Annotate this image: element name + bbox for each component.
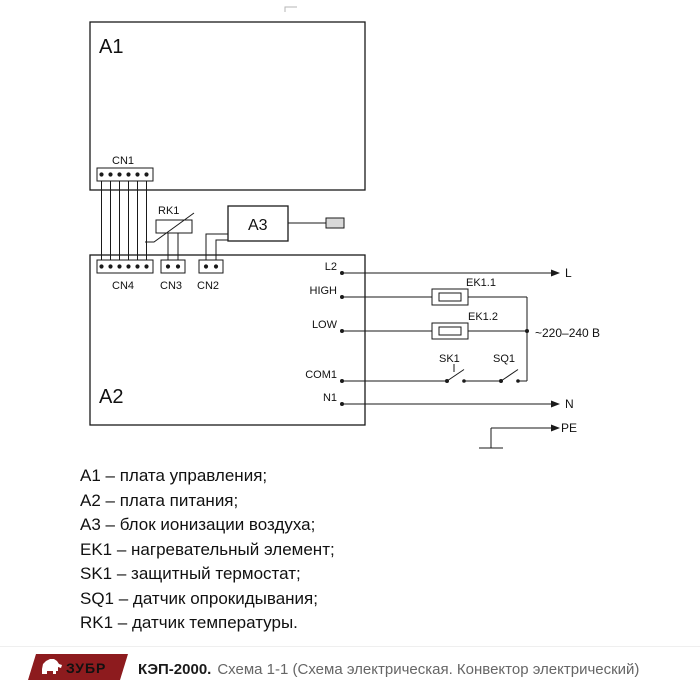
arrow-right-icon bbox=[551, 400, 560, 408]
zubr-logo-graphic: ЗУБР bbox=[28, 653, 128, 680]
cn3-label: CN3 bbox=[160, 280, 182, 292]
supply-bus: ~220–240 В bbox=[525, 297, 600, 381]
connector-cn4: CN4 bbox=[96, 259, 154, 292]
component-rk1: RK1 bbox=[145, 205, 195, 260]
wire-l2-l: L bbox=[342, 266, 572, 280]
rk1-label: RK1 bbox=[158, 205, 179, 217]
arrow-right-icon bbox=[551, 269, 560, 277]
connector-cn2: CN2 bbox=[197, 233, 228, 292]
connector-cn1: CN1 bbox=[96, 155, 154, 182]
connector-cn3: CN3 bbox=[160, 259, 186, 292]
bison-icon bbox=[42, 658, 62, 674]
block-a1: A1 bbox=[89, 21, 366, 191]
cn1-pin bbox=[126, 172, 131, 177]
model-name: КЭП-2000. bbox=[138, 660, 212, 678]
ek12-label: EK1.2 bbox=[468, 311, 498, 323]
a2-pins: L2 HIGH LOW COM1 N1 bbox=[305, 261, 344, 406]
cn3-pin bbox=[175, 264, 181, 269]
cn1-pin bbox=[99, 172, 104, 177]
cn2-label: CN2 bbox=[197, 280, 219, 292]
a2-box-outline bbox=[89, 254, 366, 426]
cn4-pin bbox=[108, 264, 113, 269]
schematic-drawing: A1 CN1 A2 bbox=[89, 6, 600, 449]
branch-high-ek11: EK1.1 bbox=[342, 277, 527, 306]
footer-caption: КЭП-2000. Схема 1-1 (Схема электрическая.… bbox=[138, 661, 639, 678]
cn1-strip bbox=[96, 167, 154, 182]
a1-box-outline bbox=[89, 21, 366, 191]
cn1-pin bbox=[117, 172, 122, 177]
legend-line: SQ1 – датчик опрокидывания; bbox=[80, 588, 318, 608]
cn4-pin bbox=[117, 264, 122, 269]
cn1-pin bbox=[135, 172, 140, 177]
a3-label: A3 bbox=[248, 217, 268, 234]
arrow-right-icon bbox=[551, 424, 560, 432]
footer: ЗУБР КЭП-2000. Схема 1-1 (Схема электриче… bbox=[0, 646, 700, 691]
rk1-thermistor-stroke bbox=[145, 212, 195, 243]
block-a2: A2 bbox=[89, 254, 366, 426]
a3-emitter-connector bbox=[325, 217, 345, 229]
page-mark bbox=[284, 6, 297, 12]
cn1-label: CN1 bbox=[112, 155, 134, 167]
pin-low-label: LOW bbox=[312, 319, 338, 331]
block-a3: A3 bbox=[227, 205, 345, 242]
cn2-pin bbox=[203, 264, 209, 269]
ek11-core bbox=[438, 292, 462, 302]
legend-line: SK1 – защитный термостат; bbox=[80, 564, 301, 583]
cn4-label: CN4 bbox=[112, 280, 134, 292]
ek12-core bbox=[438, 326, 462, 336]
pin-n1-label: N1 bbox=[323, 392, 337, 404]
cn1-pin bbox=[144, 172, 149, 177]
zubr-logo: ЗУБР bbox=[28, 653, 128, 686]
logo-text: ЗУБР bbox=[66, 660, 106, 676]
a2-label: A2 bbox=[99, 386, 123, 408]
harness-cn1-cn4 bbox=[101, 181, 147, 260]
sq1-label: SQ1 bbox=[493, 353, 515, 365]
wire bbox=[205, 233, 228, 260]
junction-dot bbox=[525, 329, 529, 333]
pin-com1-label: COM1 bbox=[305, 369, 337, 381]
sq1-blade bbox=[500, 369, 519, 382]
legend-line: A3 – блок ионизации воздуха; bbox=[80, 515, 316, 534]
legend-line: RK1 – датчик температуры. bbox=[80, 613, 298, 632]
legend-line: EK1 – нагревательный элемент; bbox=[80, 539, 335, 559]
branch-low-ek12: EK1.2 bbox=[342, 311, 527, 340]
sk1-blade bbox=[446, 369, 465, 382]
sk1-label: SK1 bbox=[439, 353, 460, 365]
caption-text: Схема 1-1 (Схема электрическая. Конвекто… bbox=[217, 660, 640, 678]
branch-com1-switches: SK1 SQ1 bbox=[342, 353, 527, 383]
cn4-strip bbox=[96, 259, 154, 274]
rk1-body bbox=[155, 219, 193, 234]
cn1-pin bbox=[108, 172, 113, 177]
cn4-pin bbox=[126, 264, 131, 269]
ek12-body bbox=[431, 322, 469, 340]
ek11-body bbox=[431, 288, 469, 306]
wire bbox=[215, 239, 228, 260]
legend: A1 – плата управления; A2 – плата питани… bbox=[80, 464, 335, 636]
cn3-strip bbox=[160, 259, 186, 274]
pin-l2-label: L2 bbox=[325, 261, 337, 273]
cn4-pin bbox=[144, 264, 149, 269]
cn4-pin bbox=[99, 264, 104, 269]
wire-n1-n: N bbox=[342, 397, 574, 411]
cn2-strip bbox=[198, 259, 224, 274]
cn4-pin bbox=[135, 264, 140, 269]
a1-label: A1 bbox=[99, 36, 123, 58]
ek11-label: EK1.1 bbox=[466, 277, 496, 289]
pin-high-label: HIGH bbox=[310, 285, 338, 297]
terminal-n-label: N bbox=[565, 397, 574, 411]
terminal-pe-label: PE bbox=[561, 421, 577, 435]
wire-pe-earth: PE bbox=[479, 421, 577, 449]
legend-line: A2 – плата питания; bbox=[80, 490, 239, 510]
cn3-pin bbox=[165, 264, 171, 269]
legend-line: A1 – плата управления; bbox=[80, 466, 268, 485]
voltage-label: ~220–240 В bbox=[535, 326, 600, 340]
cn2-pin bbox=[213, 264, 219, 269]
terminal-l-label: L bbox=[565, 266, 572, 280]
